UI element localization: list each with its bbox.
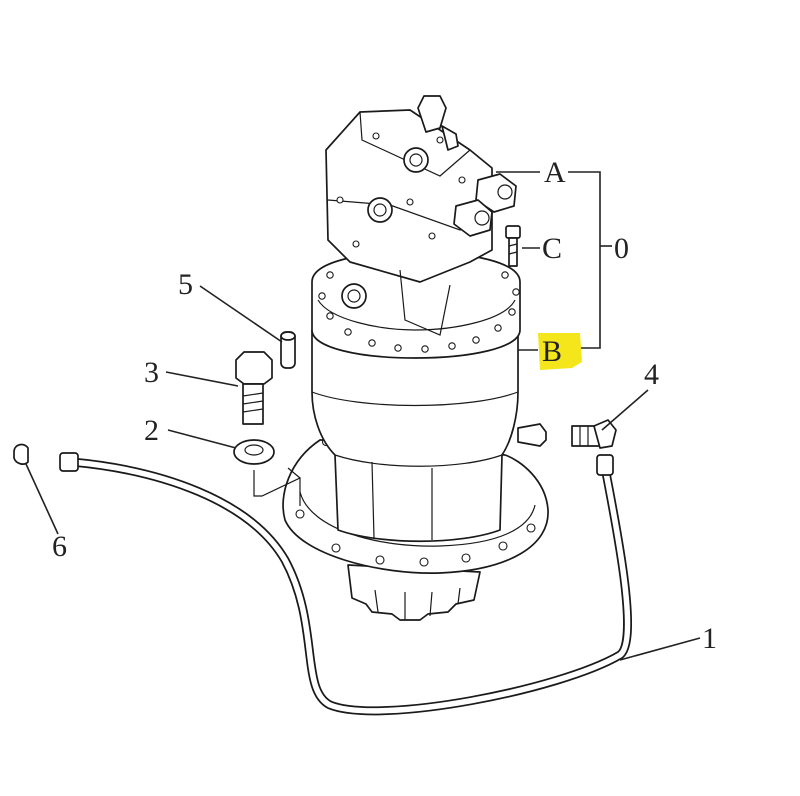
hose-assembly[interactable]	[59, 452, 633, 716]
label-5: 5	[178, 268, 193, 301]
elbow-fitting-4[interactable]	[571, 419, 617, 449]
label-b: B	[542, 335, 562, 368]
label-1: 1	[702, 622, 717, 655]
label-3: 3	[144, 356, 159, 389]
label-a: A	[544, 156, 566, 189]
label-c: C	[542, 232, 562, 265]
pinion-gear	[347, 564, 481, 621]
label-2: 2	[144, 414, 159, 447]
washer-2[interactable]	[233, 439, 275, 465]
label-4: 4	[644, 358, 659, 391]
label-zero: 0	[614, 232, 629, 265]
highlight-marker	[538, 333, 582, 370]
motor-flange-ring	[311, 251, 521, 359]
pin-5[interactable]	[280, 331, 296, 369]
label-6: 6	[52, 530, 67, 563]
valve-block	[325, 95, 517, 336]
bolt-3[interactable]	[235, 351, 273, 425]
bolt-c[interactable]	[505, 225, 521, 267]
clip-6[interactable]	[13, 443, 29, 465]
leader-lines	[25, 171, 701, 661]
